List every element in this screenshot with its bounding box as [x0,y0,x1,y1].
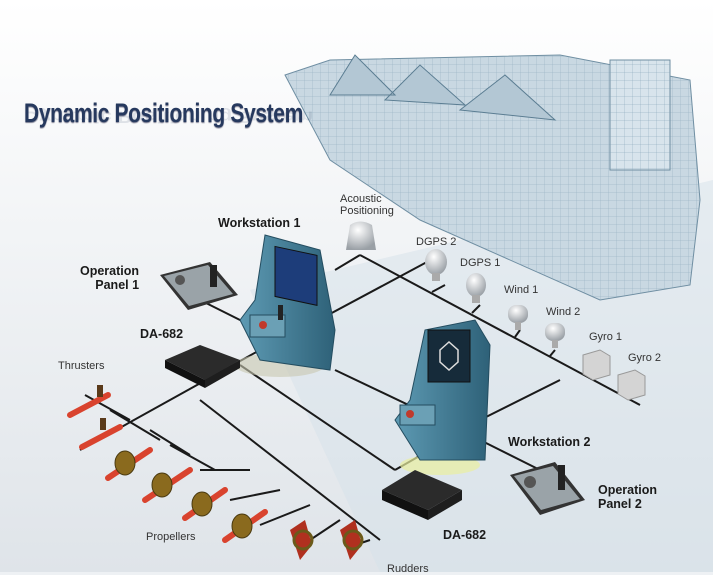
gyro2-sensor [617,369,646,401]
workstation-1-console [235,234,336,377]
label-wind2: Wind 2 [546,306,581,318]
workstation-2-console [394,319,491,475]
operation-panel-1 [160,262,238,310]
wind2-sensor [545,323,565,348]
operation-panel-2 [510,462,585,515]
label-workstation-1: Workstation 1 [218,216,301,230]
label-da682-2: DA-682 [443,528,487,542]
label-propellers: Propellers [146,531,196,543]
da682-computer-2 [382,470,462,520]
label-rudders: Rudders [387,563,429,575]
page-title-reflection: Dynamic Positioning System [24,108,314,126]
wind1-sensor [508,305,528,330]
label-wind1: Wind 1 [504,284,539,296]
label-dgps2: DGPS 2 [416,236,457,248]
label-gyro1: Gyro 1 [589,331,623,343]
propellers [105,447,268,543]
thrusters [67,385,123,450]
gyro1-sensor [582,349,611,381]
acoustic-positioning-sensor [346,221,376,250]
label-workstation-2: Workstation 2 [508,435,591,449]
dgps1-sensor [466,273,486,303]
label-da682-1: DA-682 [140,327,184,341]
label-gyro2: Gyro 2 [628,352,662,364]
dgps2-sensor [425,249,447,281]
rudders [290,520,364,560]
da682-computer-1 [165,345,240,388]
label-thrusters: Thrusters [58,360,105,372]
page-title: Dynamic Positioning System [24,98,303,128]
ship-wireframe [284,54,701,301]
label-dgps1: DGPS 1 [460,257,501,269]
